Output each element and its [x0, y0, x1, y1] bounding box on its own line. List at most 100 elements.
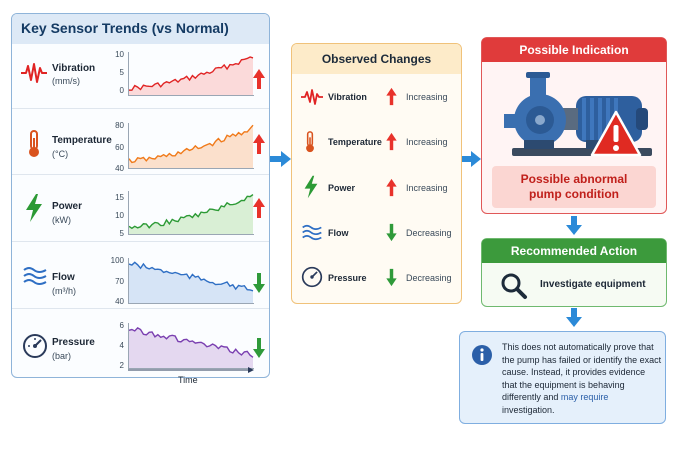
flow-trend-chart [128, 258, 254, 304]
observed-item-status: Increasing [406, 183, 448, 193]
sensor-trends-panel: Key Sensor Trends (vs Normal) Vibration … [11, 13, 270, 385]
up-arrow-icon [386, 178, 397, 197]
lightning-bolt-icon [26, 194, 42, 222]
trend-axis [128, 123, 254, 169]
observed-item-name: Pressure [328, 273, 367, 283]
sensor-name: Temperature [52, 135, 112, 146]
trend-row-temperature: Temperature (°C) 80 60 40 [12, 108, 269, 175]
sensor-unit: (m³/h) [52, 286, 76, 296]
pressure-gauge-icon [23, 334, 47, 358]
tick-label: 2 [119, 361, 124, 370]
sensor-trends-header: Key Sensor Trends (vs Normal) [12, 14, 269, 44]
info-note-panel: This does not automatically prove that t… [459, 331, 666, 424]
pressure-trend-chart [128, 323, 254, 369]
tick-label: 80 [115, 121, 124, 130]
observed-item-status: Decreasing [406, 273, 452, 283]
recommended-action-panel: Recommended Action Investigate equipment [481, 238, 667, 307]
trend-line [128, 261, 254, 292]
observed-item-status: Increasing [406, 137, 448, 147]
trend-line [128, 327, 254, 358]
sensor-unit: (kW) [52, 215, 71, 225]
down-arrow-icon [253, 273, 265, 293]
flow-arrow-icon [270, 151, 291, 167]
trend-axis [128, 191, 254, 235]
trend-axis [128, 323, 254, 369]
vibration-icon [21, 63, 47, 83]
time-axis-arrow [128, 367, 254, 373]
tick-label: 10 [115, 50, 124, 59]
trend-line [128, 193, 254, 230]
sensor-name: Flow [52, 272, 75, 283]
sensor-trends-title: Key Sensor Trends (vs Normal) [21, 20, 229, 36]
sensor-name: Power [52, 201, 83, 212]
tick-label: 0 [119, 86, 124, 95]
up-arrow-icon [253, 134, 265, 154]
observed-changes-header: Observed Changes [292, 44, 461, 74]
observed-item-name: Vibration [328, 92, 367, 102]
trend-line [128, 56, 254, 91]
flow-arrow-down-icon [566, 216, 582, 235]
indication-message-line2: pump condition [529, 187, 619, 201]
trend-row-power: Power (kW) 15 10 5 [12, 174, 269, 241]
flow-waves-icon [23, 267, 47, 285]
up-arrow-icon [386, 132, 397, 151]
recommended-action-header: Recommended Action [482, 239, 666, 263]
observed-changes-title: Observed Changes [321, 52, 432, 66]
observed-item-status: Decreasing [406, 228, 452, 238]
tick-label: 4 [119, 341, 124, 350]
trend-axis [128, 258, 254, 304]
up-arrow-icon [253, 198, 265, 218]
observed-changes-panel: Observed Changes Vibration Increasing Te… [291, 43, 462, 304]
tick-label: 40 [115, 297, 124, 306]
indication-message: Possible abnormal pump condition [492, 172, 656, 202]
tick-label: 5 [119, 68, 124, 77]
down-arrow-icon [386, 223, 397, 242]
thermometer-icon [306, 131, 314, 153]
trend-line [128, 124, 254, 164]
trend-area [129, 194, 253, 235]
flow-arrow-down-icon [566, 308, 582, 327]
possible-indication-title: Possible Indication [519, 43, 629, 57]
tick-label: 70 [115, 277, 124, 286]
sensor-unit: (bar) [52, 351, 72, 361]
tick-label: 6 [119, 321, 124, 330]
trend-row-vibration: Vibration (mm/s) 10 5 0 [12, 44, 269, 106]
trend-row-flow: Flow (m³/h) 100 70 40 [12, 241, 269, 308]
sensor-name: Vibration [52, 63, 96, 74]
flow-arrow-icon [462, 151, 481, 167]
lightning-bolt-icon [304, 175, 318, 199]
tick-label: 10 [115, 211, 124, 220]
tick-label: 5 [119, 229, 124, 238]
indication-message-box: Possible abnormal pump condition [492, 166, 656, 208]
trend-area [129, 262, 253, 304]
tick-label: 15 [115, 193, 124, 202]
sensor-unit: (°C) [52, 149, 69, 159]
recommended-action-title: Recommended Action [510, 244, 638, 258]
pressure-gauge-icon [301, 266, 323, 288]
sensor-name: Pressure [52, 337, 95, 348]
sensor-unit: (mm/s) [52, 76, 80, 86]
observed-item-name: Power [328, 183, 356, 193]
observed-item-name: Flow [328, 228, 349, 238]
thermometer-icon [29, 130, 39, 157]
time-axis-label: Time [178, 375, 198, 385]
trend-row-pressure: Pressure (bar) 6 4 2 Time [12, 308, 269, 385]
warning-icon [590, 110, 642, 157]
down-arrow-icon [253, 338, 265, 358]
magnifier-icon [501, 273, 527, 299]
vibration-icon [301, 89, 323, 105]
observed-item-name: Temperature [328, 137, 382, 147]
tick-label: 100 [110, 256, 124, 265]
temperature-trend-chart [128, 123, 254, 169]
recommended-action-text: Investigate equipment [540, 279, 646, 290]
indication-message-line1: Possible abnormal [520, 172, 628, 186]
trend-area [129, 125, 253, 169]
trend-area [129, 56, 253, 96]
up-arrow-icon [253, 69, 265, 89]
trend-area [129, 327, 253, 369]
trend-axis [128, 52, 254, 96]
info-note-text-a: This does not automatically prove that t… [502, 342, 662, 402]
flow-waves-icon [302, 224, 322, 241]
observed-item-status: Increasing [406, 92, 448, 102]
info-note-text-highlight: may require [560, 392, 609, 402]
